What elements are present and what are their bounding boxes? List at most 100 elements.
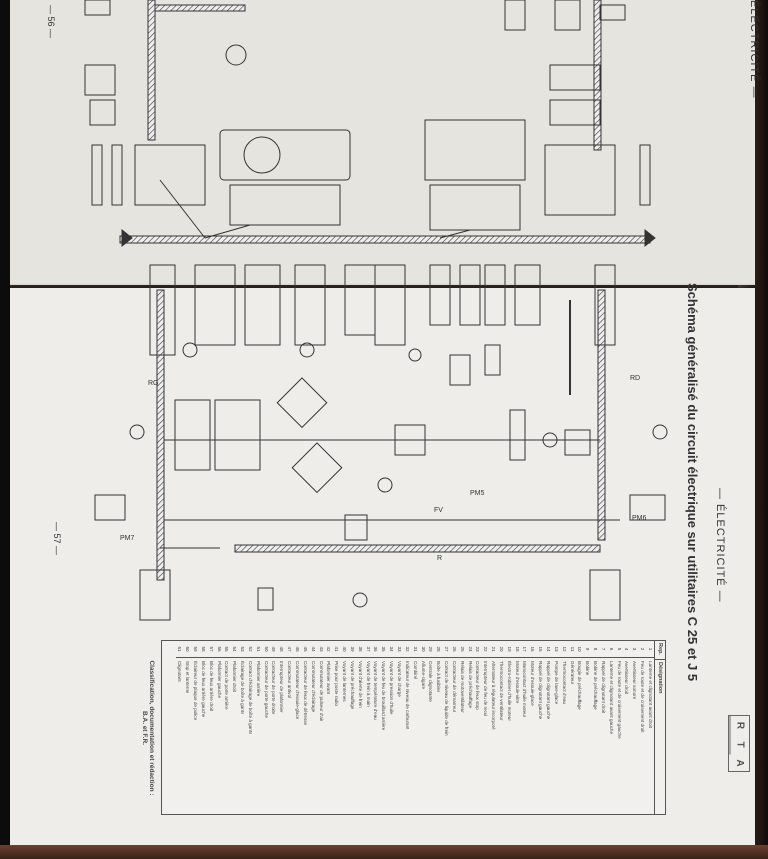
legend-desc: Générateur <box>569 661 575 685</box>
legend-rep: 52 <box>246 641 254 658</box>
legend-rep: 33 <box>395 641 403 658</box>
legend-rep: 49 <box>269 641 278 658</box>
legend-desc: Commutateur de pulseur d'air <box>318 661 324 722</box>
legend-header: Rep. Désignation <box>654 641 665 814</box>
legend-rep: 58 <box>199 641 207 658</box>
legend-rep: 6 <box>606 641 615 658</box>
legend-rep: 57 <box>206 641 215 658</box>
wire-label-rg: RG <box>148 380 159 387</box>
legend-rep: 28 <box>434 641 443 658</box>
legend-rep: 29 <box>426 641 435 658</box>
legend-desc: Bobine <box>585 661 591 676</box>
left-page-number: — 56 — <box>46 5 56 39</box>
legend-desc: Plafonnier droit <box>232 661 238 692</box>
legend-rep: 4 <box>622 641 631 658</box>
harness-top-right <box>593 0 602 151</box>
legend-desc: Bobine de préchauffage <box>593 661 599 710</box>
legend-rep: 34 <box>387 641 396 658</box>
legend-rep: 9 <box>583 641 592 658</box>
legend-rep: 23 <box>473 641 482 658</box>
legend-rep: 48 <box>277 641 286 658</box>
legend-desc: Relais de motoventilateur <box>459 661 465 713</box>
legend-desc: Prise pour poste radio <box>334 661 340 706</box>
legend-desc: Contact d'éclairage de boîte à gants <box>247 661 253 735</box>
legend-rep: 55 <box>222 641 231 658</box>
legend-desc: Pompe de lave-glace <box>553 661 559 705</box>
legend-desc: Voyant de température d'eau <box>373 661 379 720</box>
wire-label-rd: RD <box>630 375 640 382</box>
fuse-box <box>424 119 526 181</box>
legend-rep: 18 <box>512 641 521 658</box>
credit-text: Classification, documentation et rédacti… <box>141 660 155 796</box>
legend-rep: 44 <box>308 641 317 658</box>
legend-desc: Combiné <box>412 661 418 680</box>
legend-desc: Rappel de clignotant gauche <box>538 661 544 720</box>
wire-label-pm6: PM6 <box>632 515 647 522</box>
legend-rep: 26 <box>450 641 458 658</box>
legend-desc: Contacteur de porte gauche <box>263 661 269 718</box>
legend-rep: 40 <box>340 641 349 658</box>
legend-desc: Contact de niveau de liquide de frein <box>444 661 450 736</box>
top-page-section-header: ÉLECTRICITÉ — <box>748 0 760 99</box>
legend-desc: Éclaireur de plaque de police <box>193 661 199 721</box>
legend-rep: 7 <box>599 641 607 658</box>
legend-rep: 30 <box>418 641 427 658</box>
legend-rep: 51 <box>253 641 262 658</box>
legend-rep: 24 <box>465 641 474 658</box>
connector-bank <box>134 144 206 206</box>
logo-letter: R <box>729 715 749 736</box>
legend-rep: 37 <box>363 641 372 658</box>
legend-rep: 35 <box>379 641 388 658</box>
legend-rep: 46 <box>293 641 302 658</box>
legend-rep: 53 <box>238 641 247 658</box>
legend-rep: 32 <box>403 641 411 658</box>
legend-desc: Moteur d'essuie-vitre <box>514 661 520 704</box>
legend-desc: Contact de porte arrière <box>224 661 230 710</box>
legend-desc: Relais de préchauffage <box>467 661 473 709</box>
legend-desc: Avertisseur sonore <box>632 661 638 700</box>
legend-rep: 39 <box>348 641 356 658</box>
legend-rep: 25 <box>457 641 466 658</box>
legend-desc: Interrupteur de plafonnier <box>279 661 285 713</box>
legend-rep: 11 <box>567 641 576 658</box>
legend-rep: 60 <box>183 641 192 658</box>
legend-desc: Contacteur antivol <box>287 661 293 699</box>
legend-rep: 10 <box>575 641 584 658</box>
legend-rep: 41 <box>332 641 341 658</box>
rta-logo: R T A <box>728 715 750 772</box>
legend-rep: 20 <box>497 641 505 658</box>
legend-desc: Stop et lanterne <box>185 661 191 694</box>
legend-desc: Éclairage de boîte à gants <box>240 661 246 715</box>
harness-top-main <box>119 235 651 244</box>
legend-desc: Interrupteur de feu de recul <box>483 661 489 717</box>
legend-rep: 21 <box>489 641 498 658</box>
legend-desc: Voyant de feu de brouillard arrière <box>381 661 387 731</box>
diagram-title: Schéma généralisé du circuit électrique … <box>685 283 700 682</box>
legend-desc: Commutateur d'essuie-glace <box>295 661 301 720</box>
section-header: — ÉLECTRICITÉ — <box>714 488 726 603</box>
